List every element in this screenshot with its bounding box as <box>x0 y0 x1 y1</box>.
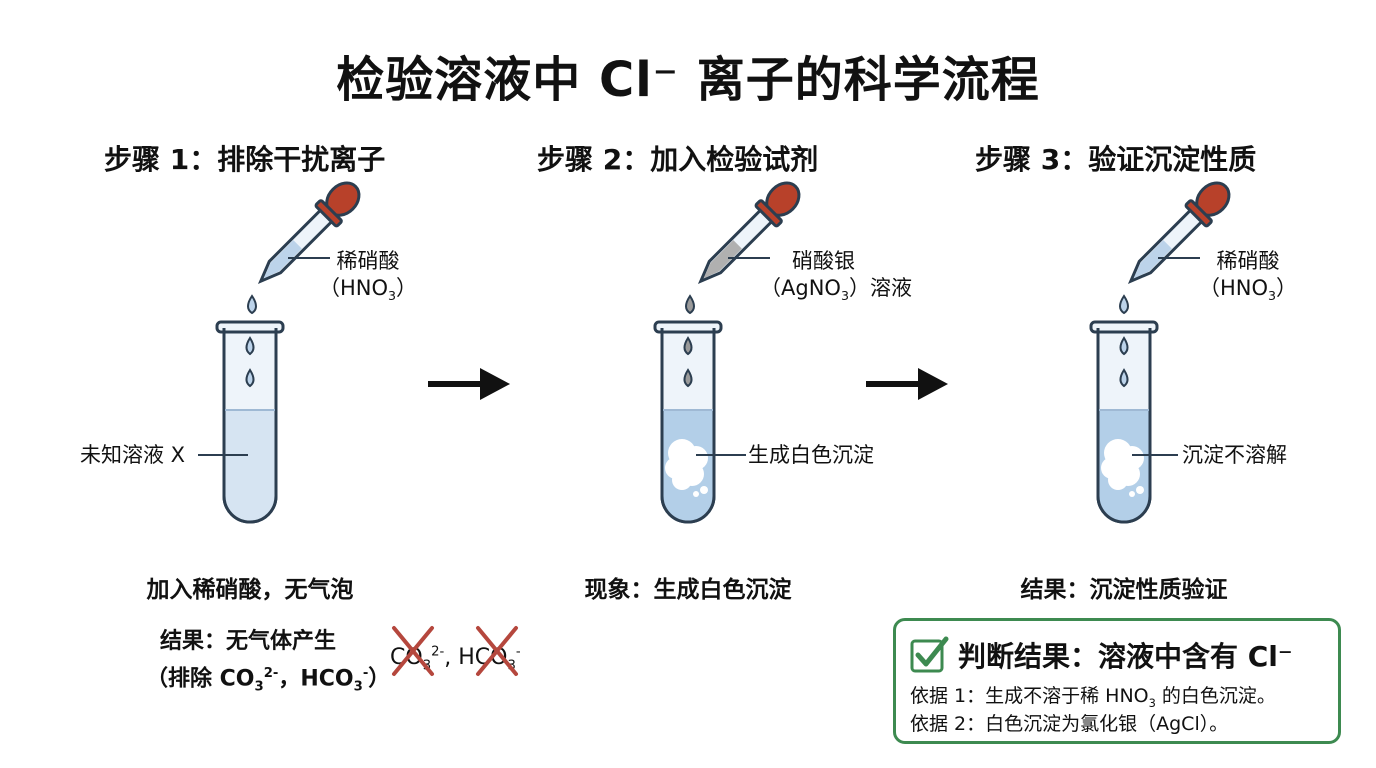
step-3-title: 步骤 3：验证沉淀性质 <box>975 143 1257 176</box>
step-2-title: 步骤 2：加入检验试剂 <box>537 143 819 176</box>
leader-line-3 <box>1132 454 1178 456</box>
arrow-right-icon <box>866 368 948 400</box>
tube-3-label: 沉淀不溶解 <box>1182 443 1287 467</box>
checkbox-check-icon <box>910 636 949 673</box>
white-precipitate <box>1101 439 1144 497</box>
reagent-3-label: 稀硝酸 （HNO3） <box>1198 249 1298 304</box>
step-3-caption: 结果：沉淀性质验证 <box>1020 577 1228 603</box>
cross-mark-icon <box>392 626 434 676</box>
step-1-result: 结果：无气体产生 （排除 CO32-，HCO3-） <box>146 629 391 695</box>
leader-line-2 <box>696 454 746 456</box>
dropper-agno3-icon <box>685 181 801 315</box>
page-title: 检验溶液中 Cl⁻ 离子的科学流程 <box>336 52 1040 108</box>
conclusion-basis-2: 依据 2：白色沉淀为氯化银（AgCl）。 <box>910 713 1229 735</box>
tube-1-label: 未知溶液 X <box>80 443 186 467</box>
dropper-hno3-icon <box>1119 181 1231 315</box>
reagent-2-label: 硝酸银 （AgNO3）溶液 <box>760 249 912 304</box>
conclusion-basis-1: 依据 1：生成不溶于稀 HNO3 的白色沉淀。 <box>910 685 1276 710</box>
test-tube-1 <box>215 320 285 524</box>
reagent-1-label: 稀硝酸 （HNO3） <box>318 249 418 304</box>
test-tube-2 <box>653 320 723 524</box>
arrow-right-icon <box>428 368 510 400</box>
test-tube-3 <box>1089 320 1159 524</box>
cross-mark-icon <box>476 626 518 676</box>
tube-2-label: 生成白色沉淀 <box>748 443 874 467</box>
step-1-title: 步骤 1：排除干扰离子 <box>104 143 386 176</box>
step-2-caption: 现象：生成白色沉淀 <box>584 577 792 603</box>
step-1-caption: 加入稀硝酸，无气泡 <box>146 577 354 603</box>
dropper-hno3-icon <box>247 181 361 315</box>
leader-line-1 <box>198 454 248 456</box>
conclusion-box: 判断结果：溶液中含有 Cl⁻ 依据 1：生成不溶于稀 HNO3 的白色沉淀。 依… <box>893 618 1341 744</box>
white-precipitate <box>665 439 708 497</box>
conclusion-title: 判断结果：溶液中含有 Cl⁻ <box>958 640 1293 673</box>
